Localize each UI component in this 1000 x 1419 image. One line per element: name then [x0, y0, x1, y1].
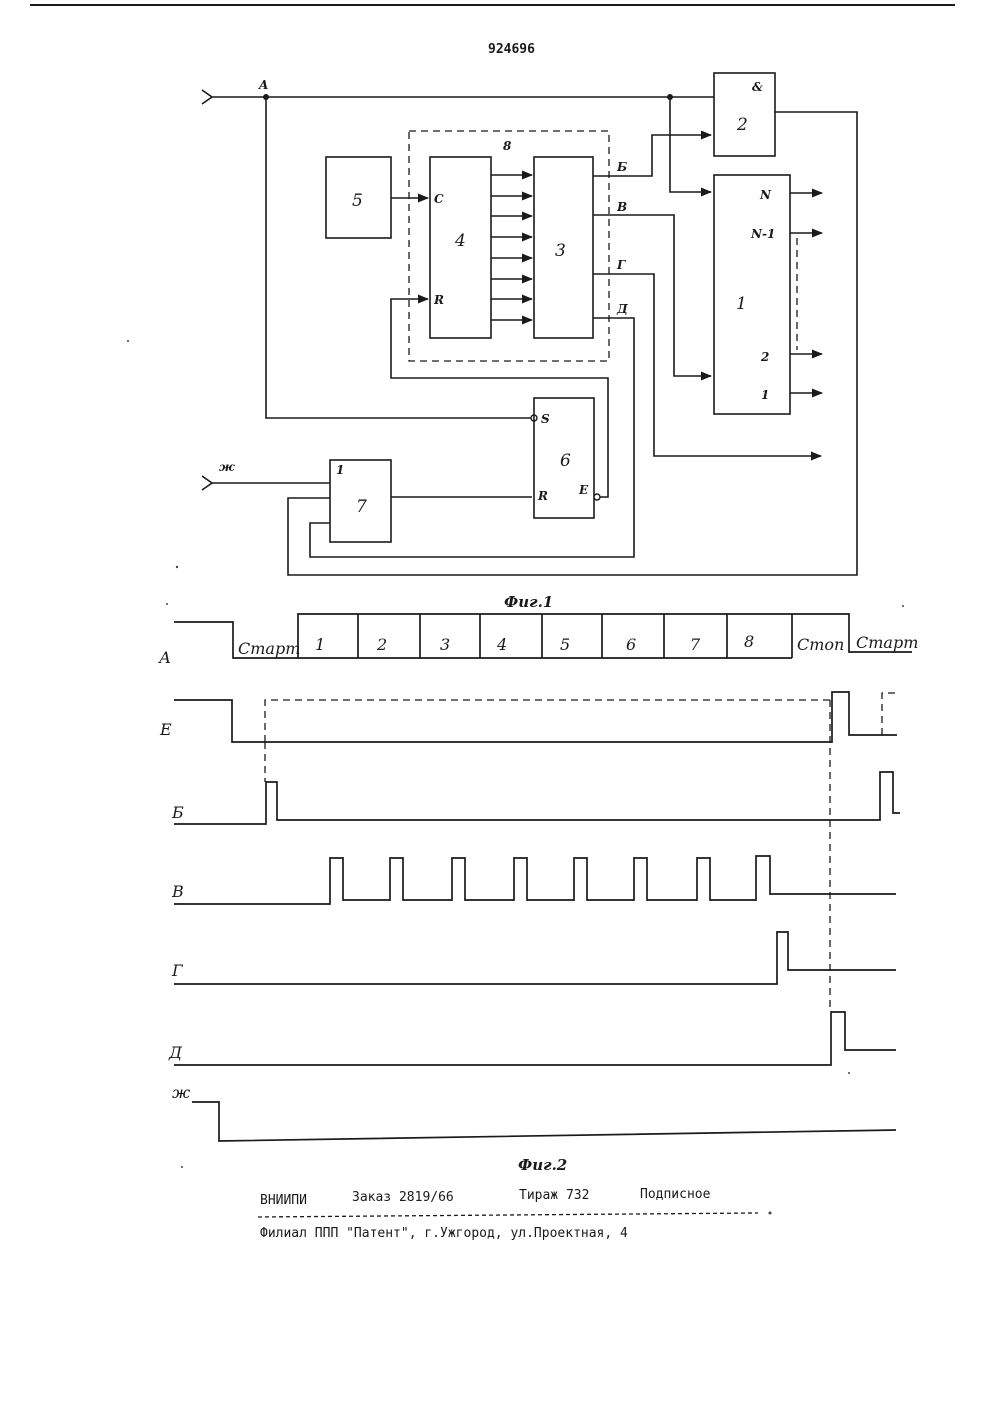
- frame-bit-5: 5: [560, 635, 570, 654]
- block-7-label: 7: [356, 497, 367, 517]
- block-2-label: 2: [736, 115, 748, 135]
- signal-g-label: Г: [171, 961, 184, 980]
- pin-1-label: 1: [761, 388, 769, 402]
- footer-subscription: Подписное: [640, 1187, 711, 1202]
- signal-e-label: Е: [159, 720, 172, 739]
- pin-c-label: C: [434, 192, 444, 206]
- input-a-chevron: [202, 90, 212, 104]
- footer-branch: Филиал ППП "Патент", г.Ужгород, ул.Проек…: [260, 1226, 628, 1241]
- input-zh-label: ж: [219, 460, 235, 474]
- pin-n-label: N: [759, 188, 772, 202]
- wire-d-to-block-7: [310, 318, 634, 557]
- wire-block-2-out: [288, 112, 857, 575]
- block-1-label: 1: [736, 294, 747, 314]
- input-zh-chevron: [202, 476, 212, 490]
- group-8-dashed-frame: [409, 131, 609, 361]
- footer-org: ВНИИПИ: [260, 1193, 307, 1208]
- block-4-label: 4: [454, 231, 466, 251]
- footer-dashed-rule: [258, 1213, 758, 1217]
- frame-bit-4: 4: [496, 635, 507, 654]
- frame-start: Старт: [238, 639, 300, 658]
- signal-a-label: А: [158, 648, 171, 667]
- frame-start-next: Старт: [856, 633, 918, 652]
- pin-r6-label: R: [537, 489, 548, 503]
- wire-a-to-block-1: [670, 97, 711, 192]
- block-6-label: 6: [560, 451, 571, 471]
- block-5-label: 5: [352, 191, 363, 211]
- group-8-label: 8: [503, 139, 512, 153]
- pin-e-label: E: [578, 483, 589, 497]
- wave-d: [174, 1012, 896, 1065]
- figure-2-timing-diagram: Старт 1 2 3 4 5 6 7 8 Стоп Старт А Е Б В…: [158, 614, 918, 1174]
- patent-number: 924696: [488, 42, 535, 57]
- pin-n1-label: N-1: [750, 227, 775, 241]
- footer-order: Заказ 2819/66: [352, 1190, 454, 1205]
- e-inverting-dot: [594, 494, 600, 500]
- pin-s-label: S: [541, 412, 550, 426]
- block-3-label: 3: [555, 241, 566, 261]
- output-d-label: Д: [616, 302, 628, 316]
- wave-e-dashed-expected: [265, 700, 830, 742]
- signal-d-label: Д: [168, 1043, 183, 1062]
- pin-7-input-label: 1: [336, 463, 344, 477]
- signal-zh-label: ж: [172, 1083, 191, 1102]
- frame-bit-6: 6: [626, 635, 636, 654]
- wire-v-to-block-1: [593, 215, 711, 376]
- output-v-label: В: [616, 200, 627, 214]
- signal-b-label: Б: [171, 803, 184, 822]
- figure-1-block-diagram: A & 2 1 N N-1 2 1 8 5 C R 4: [202, 73, 857, 611]
- wave-e-dashed-next: [882, 693, 897, 735]
- frame-bit-1: 1: [315, 635, 325, 654]
- pin-2-label: 2: [760, 350, 769, 364]
- imprint-footer: ВНИИПИ Заказ 2819/66 Тираж 732 Подписное…: [258, 1187, 758, 1241]
- wave-v: [174, 856, 896, 904]
- node-a-label: A: [258, 78, 268, 92]
- output-g-label: Г: [616, 258, 626, 272]
- wire-b-to-block-2: [593, 135, 711, 176]
- output-b-label: Б: [616, 160, 627, 174]
- frame-bit-7: 7: [690, 635, 701, 654]
- scan-specks: [127, 340, 904, 1215]
- frame-cells: [298, 614, 792, 658]
- figure-1-caption: Фиг.1: [504, 593, 553, 611]
- figure-2-caption: Фиг.2: [518, 1156, 567, 1174]
- frame-stop: Стоп: [797, 635, 844, 654]
- frame-bit-3: 3: [440, 635, 450, 654]
- frame-bit-8: 8: [744, 632, 754, 651]
- footer-copies: Тираж 732: [519, 1188, 589, 1203]
- wave-zh: [192, 1102, 896, 1141]
- wave-b: [174, 772, 900, 824]
- block-1-register: [714, 175, 790, 414]
- bus-4-to-3: [491, 175, 532, 320]
- wave-g: [174, 932, 896, 984]
- block-2-gate-symbol: &: [752, 80, 763, 94]
- signal-v-label: В: [171, 882, 184, 901]
- pin-r4-label: R: [433, 293, 444, 307]
- frame-bit-2: 2: [376, 635, 387, 654]
